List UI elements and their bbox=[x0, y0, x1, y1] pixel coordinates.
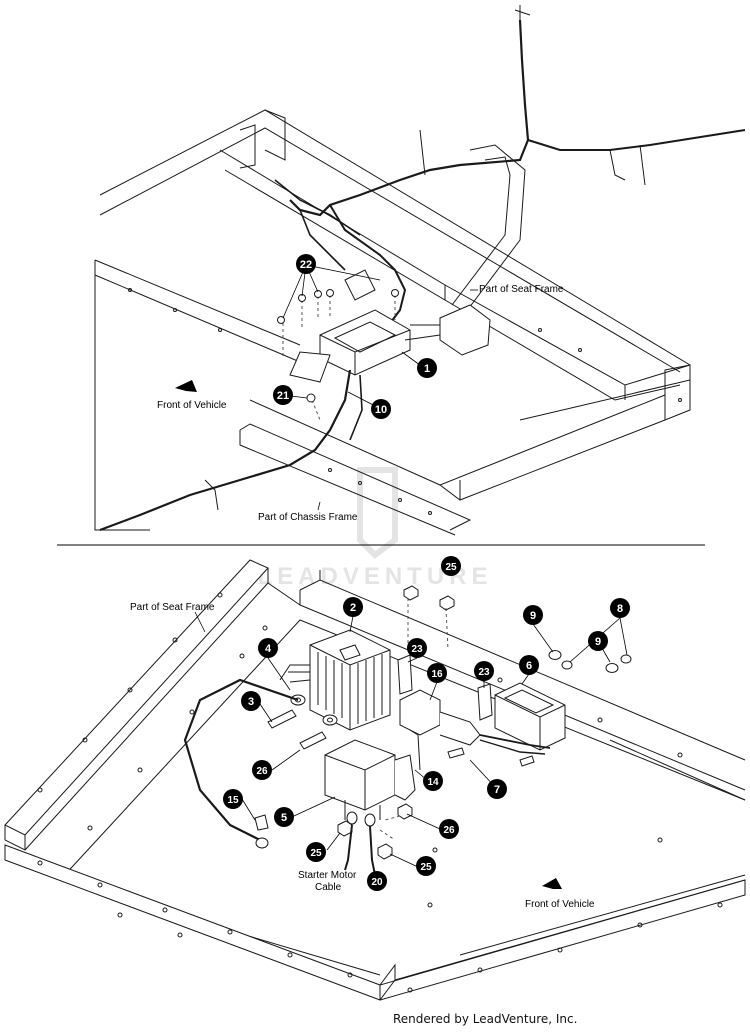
callout-20: 20 bbox=[367, 871, 387, 891]
svg-text:4: 4 bbox=[265, 643, 272, 655]
svg-text:2: 2 bbox=[350, 602, 356, 614]
label-front-bottom: Front of Vehicle bbox=[525, 899, 595, 910]
callout-15: 15 bbox=[223, 789, 243, 809]
voltage-regulator bbox=[309, 629, 391, 731]
callout-9-b: 9 bbox=[588, 631, 608, 651]
svg-text:25: 25 bbox=[445, 562, 457, 573]
callout-25-c: 25 bbox=[416, 856, 436, 876]
svg-text:1: 1 bbox=[424, 363, 430, 375]
callout-9-a: 9 bbox=[523, 605, 543, 625]
svg-text:21: 21 bbox=[277, 390, 289, 402]
svg-text:25: 25 bbox=[310, 848, 322, 859]
callout-23-b: 23 bbox=[474, 661, 494, 681]
callout-22: 22 bbox=[296, 254, 316, 274]
svg-text:26: 26 bbox=[443, 825, 455, 836]
callout-3: 3 bbox=[241, 691, 261, 711]
front-arrow-bottom-icon bbox=[542, 878, 562, 889]
footer-credit: Rendered by LeadVenture, Inc. bbox=[393, 1012, 578, 1026]
svg-text:23: 23 bbox=[478, 667, 490, 678]
controller-module bbox=[289, 309, 411, 383]
svg-text:16: 16 bbox=[431, 669, 443, 680]
label-front-top: Front of Vehicle bbox=[157, 400, 227, 411]
callout-2: 2 bbox=[343, 597, 363, 617]
svg-text:20: 20 bbox=[371, 877, 383, 888]
ground-cable bbox=[183, 678, 299, 841]
label-starter-2: Cable bbox=[315, 882, 342, 893]
callout-26-a: 26 bbox=[252, 760, 272, 780]
svg-text:9: 9 bbox=[595, 636, 601, 648]
callout-4: 4 bbox=[258, 638, 278, 658]
callout-16: 16 bbox=[427, 663, 447, 683]
callout-10: 10 bbox=[371, 399, 391, 419]
svg-text:22: 22 bbox=[300, 259, 312, 271]
svg-text:5: 5 bbox=[281, 812, 287, 824]
chassis-holes bbox=[128, 288, 682, 515]
callout-1: 1 bbox=[417, 358, 437, 378]
seat-frame-front-rail bbox=[219, 149, 446, 301]
module-6 bbox=[494, 682, 566, 751]
label-starter-1: Starter Motor bbox=[298, 870, 357, 881]
svg-text:14: 14 bbox=[427, 777, 439, 788]
callout-25-b: 25 bbox=[306, 842, 326, 862]
svg-text:7: 7 bbox=[494, 784, 500, 796]
svg-text:10: 10 bbox=[375, 404, 387, 416]
svg-text:3: 3 bbox=[248, 696, 254, 708]
seat-frame-bottom-rail bbox=[4, 844, 381, 1001]
wire-harness-front bbox=[99, 369, 352, 532]
callout-23-a: 23 bbox=[407, 638, 427, 658]
svg-text:25: 25 bbox=[420, 862, 432, 873]
callout-8: 8 bbox=[610, 598, 630, 618]
bottom-view bbox=[4, 559, 746, 1001]
starter-solenoid bbox=[324, 739, 396, 820]
seat-frame-rear-rail bbox=[99, 109, 691, 421]
label-seat-frame-top: Part of Seat Frame bbox=[479, 284, 564, 295]
chassis-frame bbox=[94, 259, 301, 363]
svg-text:15: 15 bbox=[227, 795, 239, 806]
top-view bbox=[94, 5, 746, 536]
callout-25-top: 25 bbox=[441, 556, 461, 576]
callout-21: 21 bbox=[273, 385, 293, 405]
svg-text:23: 23 bbox=[411, 644, 423, 655]
connector-right bbox=[439, 304, 491, 356]
connector-22 bbox=[344, 269, 376, 301]
callout-26-b: 26 bbox=[439, 819, 459, 839]
front-arrow-top-icon bbox=[175, 380, 197, 392]
callout-5: 5 bbox=[274, 807, 294, 827]
callout-6: 6 bbox=[519, 655, 539, 675]
svg-text:8: 8 bbox=[617, 603, 623, 615]
wire-harness-main bbox=[289, 19, 530, 217]
callout-14: 14 bbox=[423, 771, 443, 791]
seat-frame-right-bracket bbox=[664, 364, 691, 421]
svg-text:9: 9 bbox=[530, 610, 536, 622]
relay-16 bbox=[399, 689, 481, 746]
svg-text:6: 6 bbox=[526, 660, 532, 672]
callout-7: 7 bbox=[487, 779, 507, 799]
svg-text:26: 26 bbox=[256, 766, 268, 777]
label-seat-frame-bottom: Part of Seat Frame bbox=[130, 602, 215, 613]
label-chassis-top: Part of Chassis Frame bbox=[258, 512, 358, 523]
watermark-logo bbox=[357, 467, 398, 559]
